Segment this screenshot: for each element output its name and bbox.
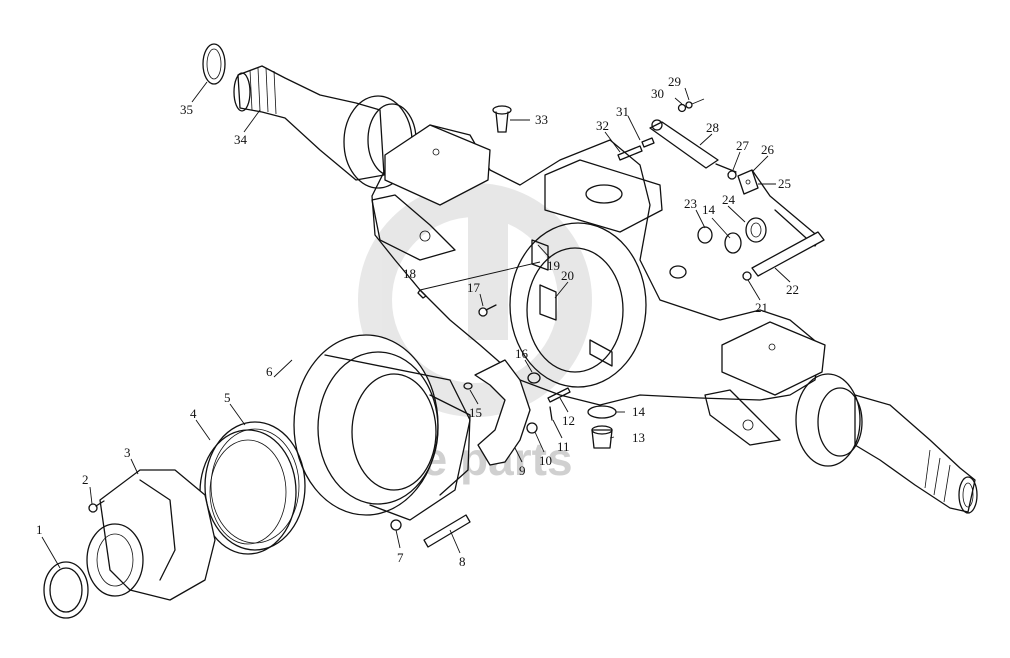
callout-26: 26: [761, 142, 775, 157]
callout-7: 7: [397, 550, 404, 565]
leader-lines: [41, 81, 791, 569]
callout-24: 24: [722, 192, 736, 207]
callout-6: 6: [266, 364, 273, 379]
part-10-nut: [526, 422, 538, 434]
callout-13: 13: [632, 430, 645, 445]
part-29-30-nuts: [677, 98, 705, 113]
part-14-o-ring-lower: [587, 405, 617, 419]
part-19-20-bearing-caps: [531, 239, 613, 367]
part-33-bolt: [492, 105, 512, 133]
callout-21: 21: [755, 300, 768, 315]
part-9-bearing-cap: [474, 359, 531, 466]
callout-32: 32: [596, 118, 609, 133]
callout-8: 8: [459, 554, 466, 569]
callout-19: 19: [547, 258, 560, 273]
part-17-screw: [478, 304, 497, 317]
callout-10: 10: [539, 453, 552, 468]
callout-18: 18: [403, 266, 416, 281]
callout-17: 17: [467, 280, 481, 295]
callout-16: 16: [515, 346, 529, 361]
callout-5: 5: [224, 390, 231, 405]
callout-14-lower: 14: [632, 404, 646, 419]
part-31-32-pins: [617, 137, 655, 161]
part-11-12-bolts: [547, 387, 571, 421]
axle-housing: [233, 65, 978, 514]
part-8-stud: [423, 514, 471, 548]
callout-9: 9: [519, 463, 526, 478]
callout-2: 2: [82, 472, 89, 487]
part-28-cylinder: [649, 119, 737, 173]
part-23-plug: [669, 226, 713, 279]
callout-labels: 1 2 3 4 5 6 7 8 9 10 11 12 13 14 14 15 1…: [36, 74, 799, 569]
callout-34: 34: [234, 132, 248, 147]
part-13-plug: [591, 425, 613, 449]
callout-29: 29: [668, 74, 681, 89]
callout-11: 11: [557, 439, 570, 454]
part-15-pin: [463, 382, 473, 390]
part-1-seal: [43, 561, 89, 619]
callout-3: 3: [124, 445, 131, 460]
part-21-washer: [742, 271, 752, 281]
callout-15: 15: [469, 405, 482, 420]
part-35-snap-ring: [202, 43, 226, 85]
callout-14-upper: 14: [702, 202, 716, 217]
callout-4: 4: [190, 406, 197, 421]
callout-23: 23: [684, 196, 697, 211]
part-16-ring: [527, 372, 541, 384]
part-27-nut: [727, 170, 737, 180]
part-22-shaft: [751, 231, 825, 277]
callout-22: 22: [786, 282, 799, 297]
callout-31: 31: [616, 104, 629, 119]
part-18-pin: [417, 289, 427, 299]
callout-30: 30: [651, 86, 664, 101]
part-14-o-ring-upper: [724, 232, 742, 254]
callout-20: 20: [561, 268, 574, 283]
callout-33: 33: [535, 112, 548, 127]
callout-12: 12: [562, 413, 575, 428]
callout-28: 28: [706, 120, 719, 135]
callout-27: 27: [736, 138, 750, 153]
part-6-differential-carrier: [293, 334, 471, 521]
watermark-logo: [358, 183, 592, 417]
callout-25: 25: [778, 176, 791, 191]
part-2-bolt: [88, 500, 105, 513]
part-24-fitting: [745, 217, 767, 243]
callout-35: 35: [180, 102, 193, 117]
part-7-nut: [390, 519, 402, 531]
part-3-input-housing: [86, 469, 216, 601]
callout-1: 1: [36, 522, 43, 537]
